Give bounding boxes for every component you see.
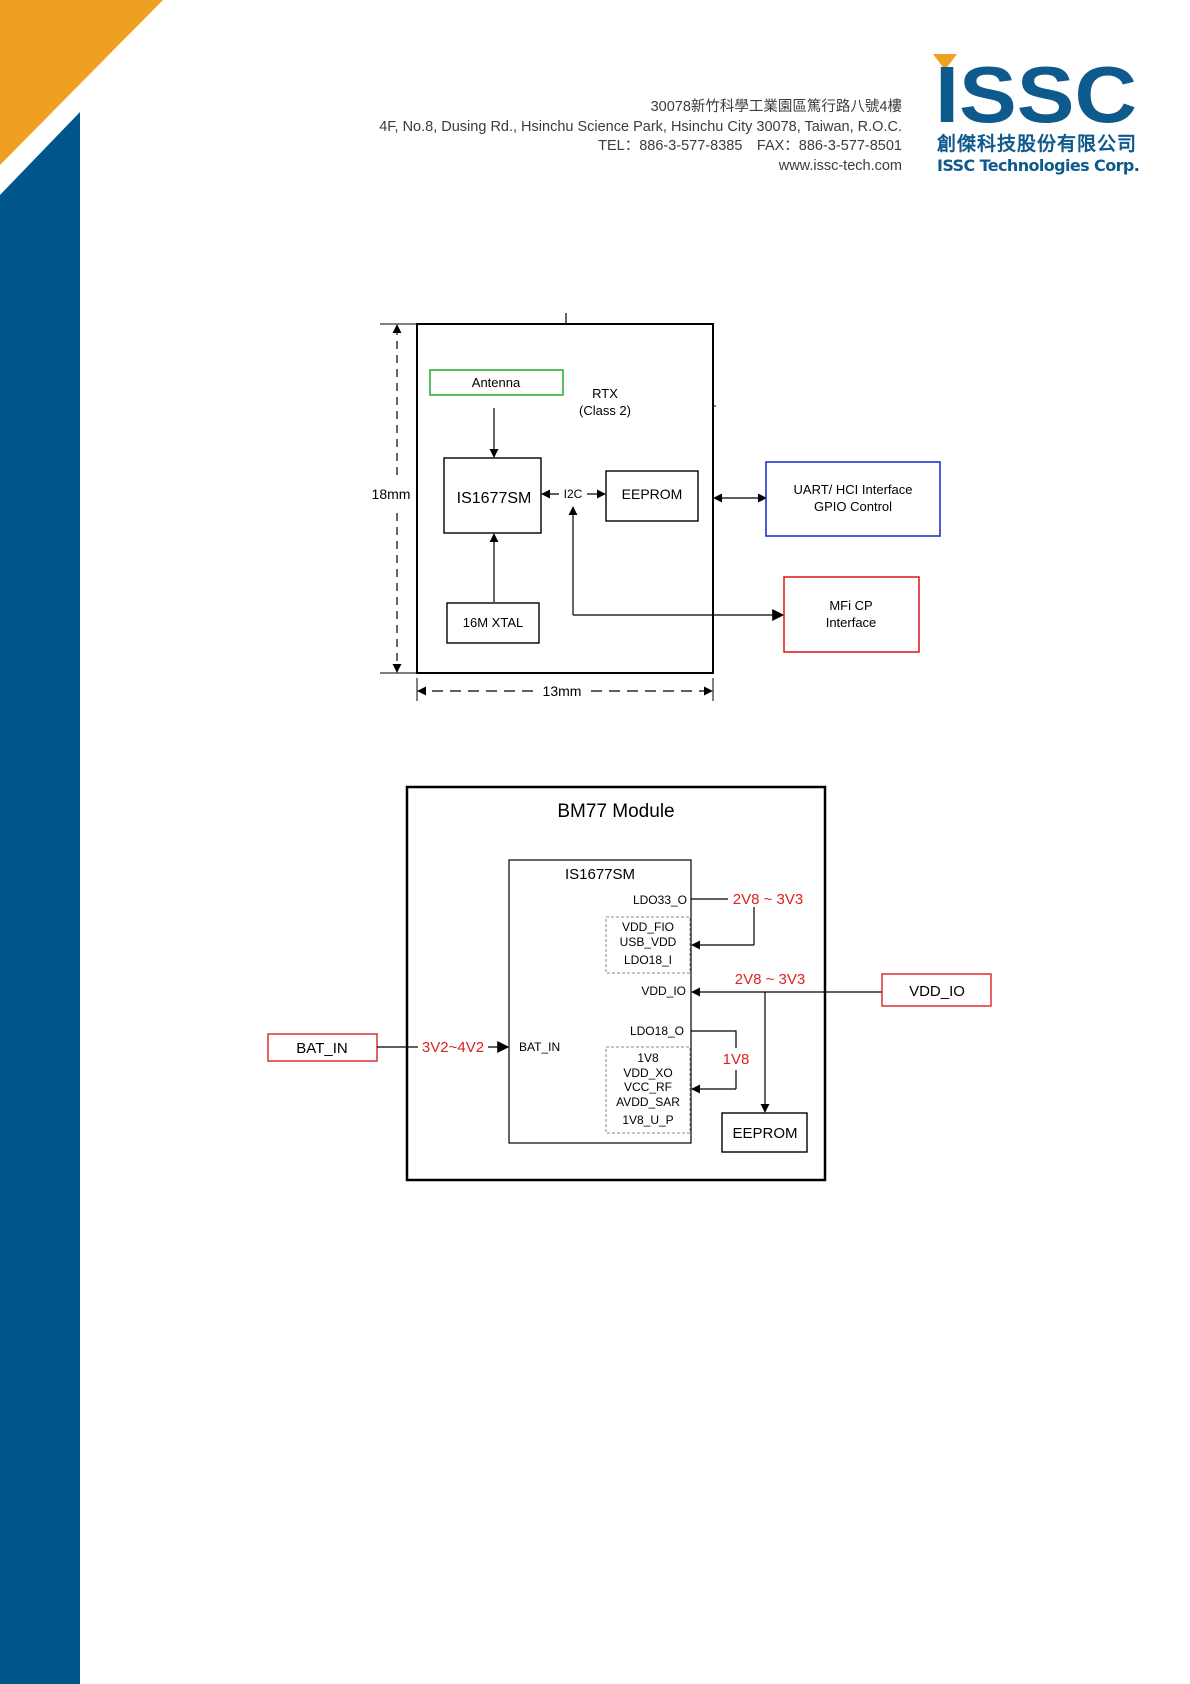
pin-ldo33-o: LDO33_O: [633, 893, 687, 907]
module-outline: [416, 323, 714, 674]
pin-usb-vdd: USB_VDD: [620, 935, 677, 949]
pin-vdd-fio: VDD_FIO: [622, 920, 674, 934]
eeprom-box: [605, 470, 699, 522]
bm77-module-box: [405, 785, 827, 1182]
pin-vcc-rf: VCC_RF: [624, 1080, 672, 1094]
bat-voltage-label: 3V2~4V2: [422, 1039, 484, 1056]
rtx-class-label: (Class 2): [579, 403, 631, 418]
pin-1v8-u-p: 1V8_U_P: [622, 1113, 673, 1127]
address-line-chinese: 30078新竹科學工業園區篤行路八號4樓: [650, 99, 902, 115]
i2c-label: I2C: [564, 487, 583, 501]
blue-side-band-shape: [0, 112, 80, 1684]
rtx-label: RTX: [592, 386, 618, 401]
logo-mark-text: ISSC: [935, 50, 1137, 126]
power-eeprom-label: EEPROM: [732, 1125, 797, 1142]
vdd-io-external-label: VDD_IO: [909, 983, 965, 1000]
address-line-phone-fax: TEL：886-3-577-8385 FAX：886-3-577-8501: [598, 138, 902, 154]
width-dim-label: 13mm: [543, 683, 582, 699]
antenna-box: [429, 369, 564, 396]
pin-1v8: 1V8: [637, 1051, 659, 1065]
orange-corner-shape: [0, 0, 163, 165]
1v8-pin-group-box: [605, 1046, 691, 1134]
ldo33-voltage-label: 2V8 ~ 3V3: [733, 891, 803, 908]
pin-ldo18-i: LDO18_I: [624, 953, 672, 967]
logo-chinese-name: 創傑科技股份有限公司: [937, 133, 1138, 155]
mfi-cp-label: MFi CP: [829, 598, 872, 613]
vdd-io-external-box: [881, 973, 992, 1007]
mfi-cp-box: [783, 576, 920, 653]
fio-pin-group-box: [605, 916, 691, 974]
uart-interface-label: UART/ HCI Interface: [794, 482, 913, 497]
bat-in-external-label: BAT_IN: [296, 1040, 347, 1057]
pin-vdd-io: VDD_IO: [641, 984, 686, 998]
chip-label: IS1677SM: [457, 490, 532, 507]
pin-bat-in: BAT_IN: [519, 1040, 560, 1054]
bm77-module-title: BM77 Module: [557, 801, 674, 822]
logo-english-name: ISSC Technologies Corp.: [937, 156, 1140, 175]
eeprom-label: EEPROM: [622, 486, 683, 502]
uart-interface-box: [765, 461, 941, 537]
logo-triangle-icon: [933, 54, 957, 70]
is1677sm-chip-title: IS1677SM: [565, 866, 635, 883]
pin-ldo18-o: LDO18_O: [630, 1024, 684, 1038]
address-line-english: 4F, No.8, Dusing Rd., Hsinchu Science Pa…: [379, 118, 902, 135]
company-address-block: 30078新竹科學工業園區篤行路八號4樓 4F, No.8, Dusing Rd…: [282, 98, 902, 176]
address-line-website: www.issc-tech.com: [778, 157, 902, 174]
vdd-io-voltage-label: 2V8 ~ 3V3: [735, 971, 805, 988]
power-diagram: BM77 Module IS1677SM LDO33_O VDD_FIO USB…: [267, 785, 992, 1182]
block-diagram: Antenna RTX (Class 2) IS1677SM EEPROM 16…: [372, 313, 941, 701]
chip-box: [443, 457, 542, 534]
gpio-control-label: GPIO Control: [814, 499, 892, 514]
ldo18-voltage-label: 1V8: [723, 1051, 750, 1068]
page-side-band: [0, 0, 163, 1684]
ldo18-feedback-path: [691, 1030, 737, 1048]
antenna-label: Antenna: [472, 375, 521, 390]
power-eeprom-box: [721, 1112, 808, 1153]
height-dim-label: 18mm: [372, 486, 411, 502]
issc-logo: ISSC 創傑科技股份有限公司 ISSC Technologies Corp.: [933, 50, 1163, 180]
pin-vdd-xo: VDD_XO: [623, 1066, 672, 1080]
xtal-label: 16M XTAL: [463, 615, 523, 630]
is1677sm-chip-box: [508, 859, 692, 1144]
pin-avdd-sar: AVDD_SAR: [616, 1095, 680, 1109]
xtal-box: [446, 602, 540, 644]
mfi-interface-label: Interface: [826, 615, 877, 630]
